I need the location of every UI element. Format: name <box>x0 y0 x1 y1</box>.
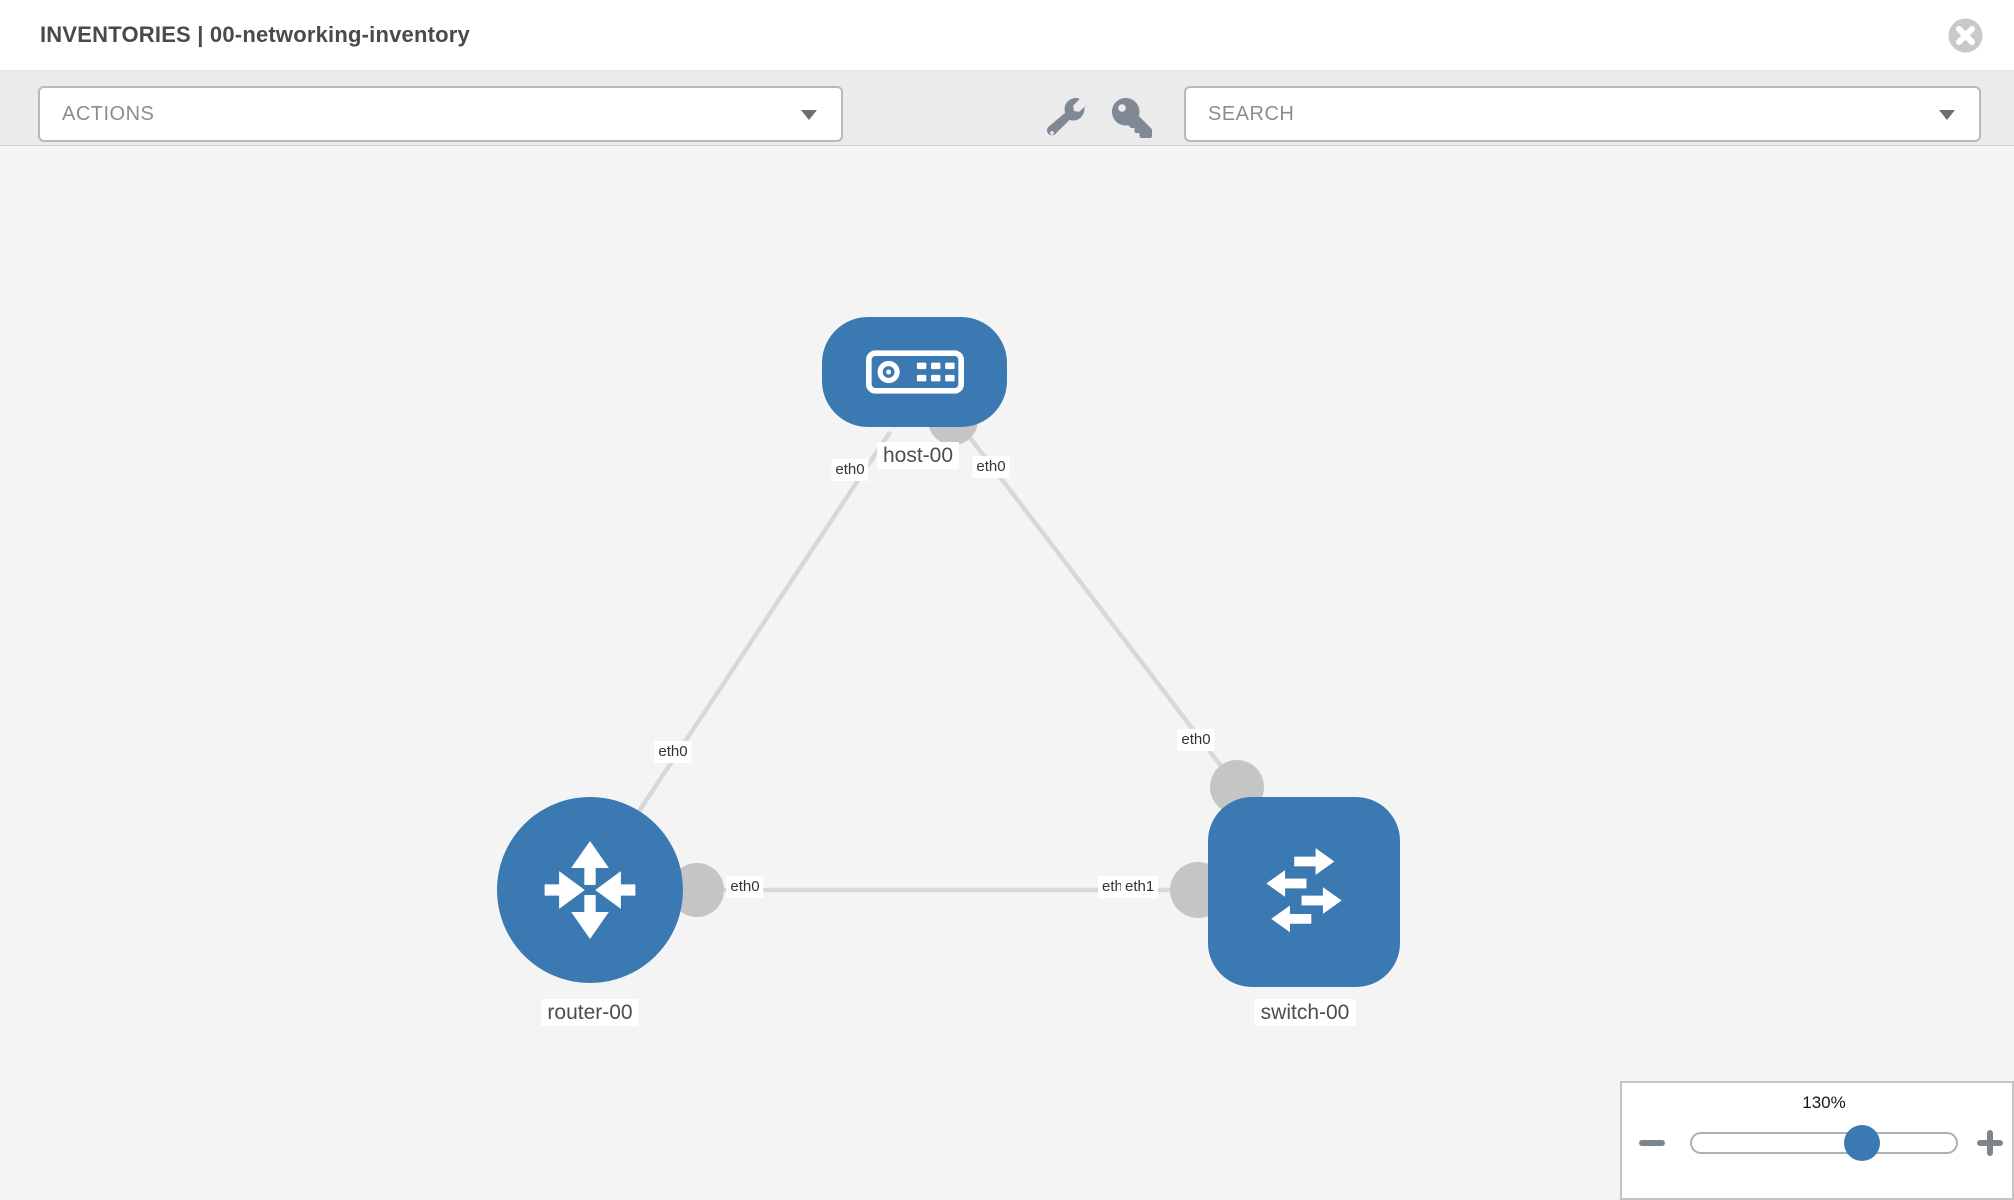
minus-icon <box>1639 1140 1665 1146</box>
host-icon <box>865 350 964 394</box>
toolbar: ACTIONS SEARCH <box>0 70 2014 146</box>
zoom-slider-handle[interactable] <box>1844 1125 1880 1161</box>
zoom-out-button[interactable] <box>1637 1128 1667 1158</box>
search-dropdown-label: SEARCH <box>1208 103 1295 125</box>
close-icon <box>1948 18 1983 53</box>
zoom-level-value: 130% <box>1802 1093 1846 1112</box>
zoom-control-panel: 130% <box>1620 1081 2014 1200</box>
router-icon <box>544 841 636 939</box>
node-router-00[interactable] <box>497 797 683 983</box>
close-button[interactable] <box>1948 18 1983 53</box>
panel-header: INVENTORIES | 00-networking-inventory <box>0 0 2014 70</box>
link-host-switch <box>953 416 1239 789</box>
node-host-00[interactable] <box>822 317 1007 427</box>
interface-label: eth0 <box>1177 729 1215 751</box>
interface-label: eth0 <box>726 876 764 898</box>
interface-label: eth0 <box>654 741 692 763</box>
interface-label: eth0 <box>972 456 1010 478</box>
zoom-slider-track[interactable] <box>1690 1132 1958 1154</box>
link-host-router <box>616 430 892 845</box>
node-label-router: router-00 <box>541 999 639 1026</box>
node-switch-00[interactable] <box>1208 797 1400 987</box>
chevron-down-icon <box>1939 110 1955 120</box>
zoom-in-button[interactable] <box>1975 1128 2005 1158</box>
credentials-button[interactable] <box>1112 98 1154 140</box>
search-dropdown[interactable]: SEARCH <box>1184 86 1981 142</box>
actions-dropdown-label: ACTIONS <box>62 103 155 125</box>
node-label-switch: switch-00 <box>1254 999 1356 1026</box>
page-title: INVENTORIES | 00-networking-inventory <box>40 22 470 47</box>
chevron-down-icon <box>801 110 817 120</box>
interface-label: eth1 <box>1121 876 1159 898</box>
interface-dot-router <box>670 863 724 917</box>
node-label-host: host-00 <box>876 442 960 469</box>
plus-icon <box>1987 1130 1993 1156</box>
topology-canvas[interactable] <box>0 146 2014 1200</box>
configure-button[interactable] <box>1046 98 1089 140</box>
interface-label: eth0 <box>831 459 869 481</box>
wrench-icon <box>1046 98 1087 136</box>
actions-dropdown[interactable]: ACTIONS <box>38 86 843 142</box>
key-icon <box>1112 98 1152 138</box>
switch-icon <box>1266 848 1342 933</box>
